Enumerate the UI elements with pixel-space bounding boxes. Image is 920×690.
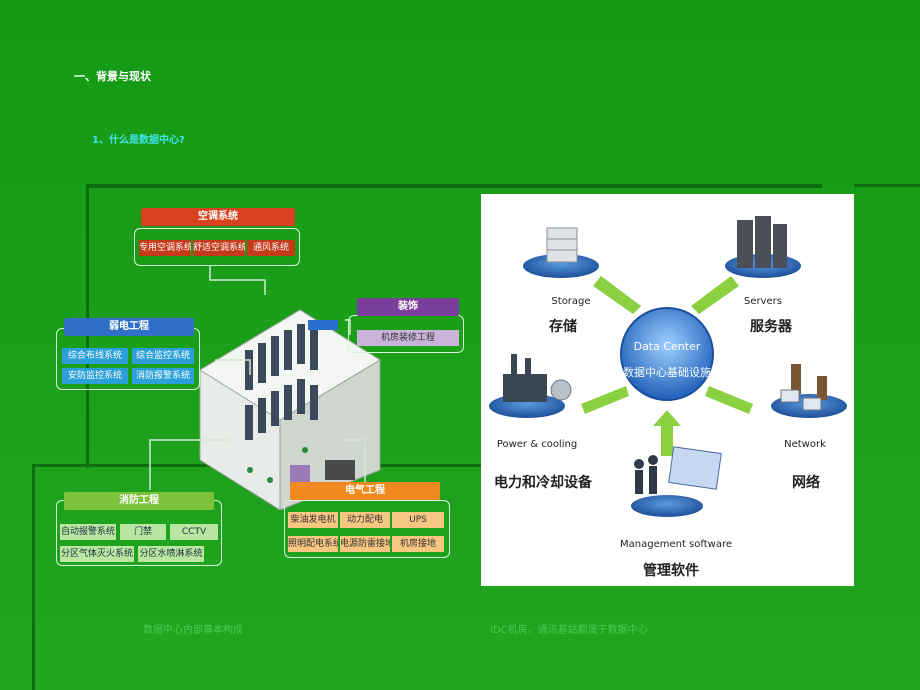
hvac-item-2: 舒适空调系统 <box>193 240 245 256</box>
network-label-en: Network <box>784 439 826 450</box>
caption-right: IDC机房、通讯基站都属于数据中心 <box>490 625 648 636</box>
fire-item-3: CCTV <box>170 524 218 540</box>
weak-item-3: 安防监控系统 <box>62 368 128 384</box>
power-title: 电气工程 <box>290 482 440 500</box>
power-group <box>284 500 450 558</box>
power-item-5: 电源防雷接地 <box>340 536 390 552</box>
power-item-2: 动力配电 <box>340 512 390 528</box>
servers-label-zh: 服务器 <box>750 319 792 335</box>
fire-item-5: 分区水喷淋系统 <box>138 546 204 562</box>
caption-left: 数据中心内部基本构成 <box>143 625 243 636</box>
frame-line-top <box>86 184 822 188</box>
power-label-zh: 电力和冷却设备 <box>494 475 592 491</box>
decoration-item-1: 机房装修工程 <box>357 330 459 346</box>
fire-item-2: 门禁 <box>120 524 166 540</box>
frame-line-right <box>854 184 920 187</box>
power-item-3: UPS <box>392 512 444 528</box>
weak-item-2: 综合监控系统 <box>132 348 194 364</box>
hvac-group <box>134 228 300 266</box>
power-item-4: 照明配电系统 <box>288 536 338 552</box>
fire-item-1: 自动报警系统 <box>60 524 116 540</box>
hvac-item-3: 通风系统 <box>247 240 295 256</box>
mgmt-label-en: Management software <box>620 539 732 550</box>
network-label-zh: 网络 <box>792 475 820 491</box>
storage-label-zh: 存储 <box>549 319 577 335</box>
weak-current-title: 弱电工程 <box>64 318 194 336</box>
infra-graphic <box>489 216 847 517</box>
fire-title: 消防工程 <box>64 492 214 510</box>
storage-label-en: Storage <box>551 296 591 307</box>
datacenter-infrastructure-diagram: Data Center 数据中心基础设施 Storage 存储 Servers … <box>481 194 854 586</box>
subsection-heading: 1、什么是数据中心? <box>92 135 185 146</box>
fire-item-4: 分区气体灭火系统 <box>60 546 134 562</box>
weak-item-4: 消防报警系统 <box>132 368 194 384</box>
center-label-en: Data Center <box>633 340 701 353</box>
servers-label-en: Servers <box>743 296 782 307</box>
hvac-title: 空调系统 <box>141 208 295 226</box>
hvac-item-1: 专用空调系统 <box>139 240 191 256</box>
power-label-en: Power & cooling <box>496 439 578 450</box>
weak-item-1: 综合布线系统 <box>62 348 128 364</box>
decoration-title: 装饰 <box>357 298 459 316</box>
frame-line-left2 <box>32 464 35 690</box>
center-label-zh: 数据中心基础设施 <box>623 366 711 379</box>
power-item-6: 机房接地 <box>392 536 444 552</box>
power-item-1: 柴油发电机 <box>288 512 338 528</box>
mgmt-label-zh: 管理软件 <box>643 563 699 579</box>
section-heading: 一、背景与现状 <box>74 70 151 83</box>
datacenter-composition-diagram: 空调系统 专用空调系统 舒适空调系统 通风系统 装饰 机房装修工程 弱电工程 综… <box>50 200 470 580</box>
